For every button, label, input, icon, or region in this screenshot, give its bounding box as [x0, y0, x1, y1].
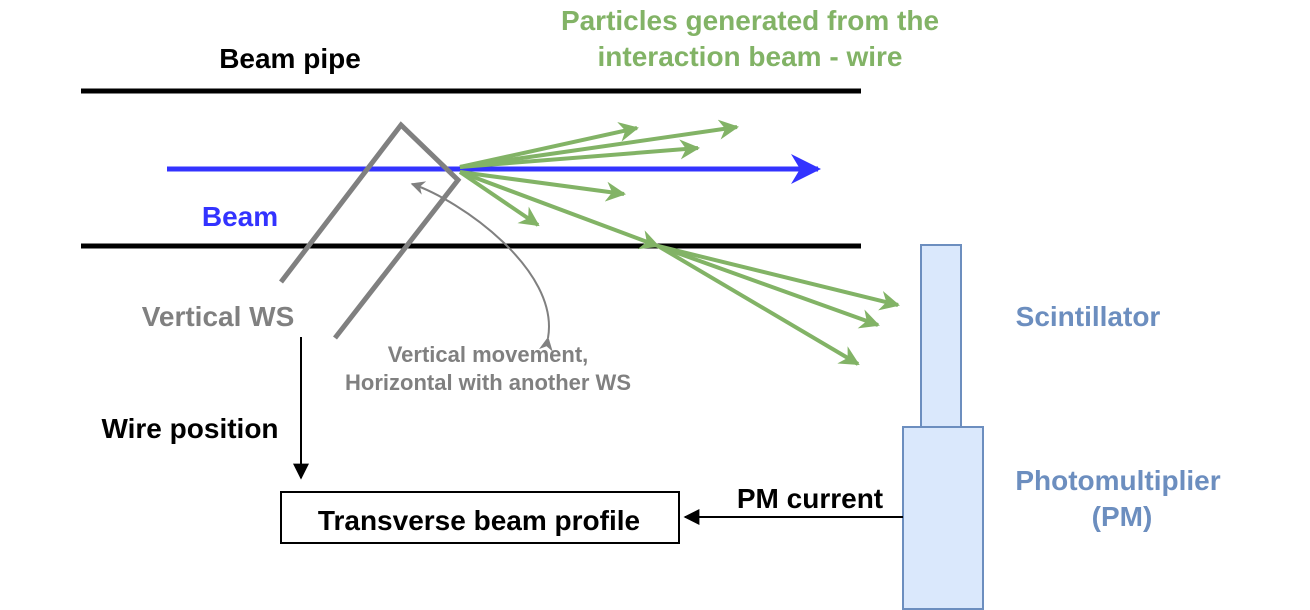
particle-ray: [657, 244, 900, 311]
movement-label-line2: Horizontal with another WS: [345, 370, 631, 395]
photomultiplier-label-line1: Photomultiplier: [1015, 465, 1220, 496]
particle-rays-lower: [656, 244, 900, 366]
beam-pipe-label: Beam pipe: [219, 43, 361, 74]
profile-box: [280, 491, 680, 544]
particle-rays-upper: [458, 119, 739, 250]
particle-ray: [459, 170, 660, 250]
scintillator-label: Scintillator: [1016, 301, 1161, 332]
particle-ray: [656, 244, 860, 366]
movement-label-line1: Vertical movement,: [388, 342, 589, 367]
particle-ray: [459, 139, 700, 169]
wire-scanner-fork: [279, 121, 462, 340]
wire-position-label: Wire position: [101, 413, 278, 444]
photomultiplier-block: [902, 426, 984, 610]
photomultiplier-label-line2: (PM): [1092, 501, 1153, 532]
particle-ray: [459, 119, 739, 169]
particles-label-line2: interaction beam - wire: [598, 41, 903, 72]
scintillator-block: [920, 244, 962, 428]
movement-curved-arrow: [410, 181, 553, 352]
vertical-ws-label: Vertical WS: [142, 301, 295, 332]
particle-ray: [657, 244, 880, 329]
pm-current-label: PM current: [737, 483, 883, 514]
particles-label-line1: Particles generated from the: [561, 5, 939, 36]
beam-label: Beam: [202, 201, 278, 232]
profile-label: Transverse beam profile: [318, 505, 640, 536]
particle-ray: [459, 122, 639, 169]
